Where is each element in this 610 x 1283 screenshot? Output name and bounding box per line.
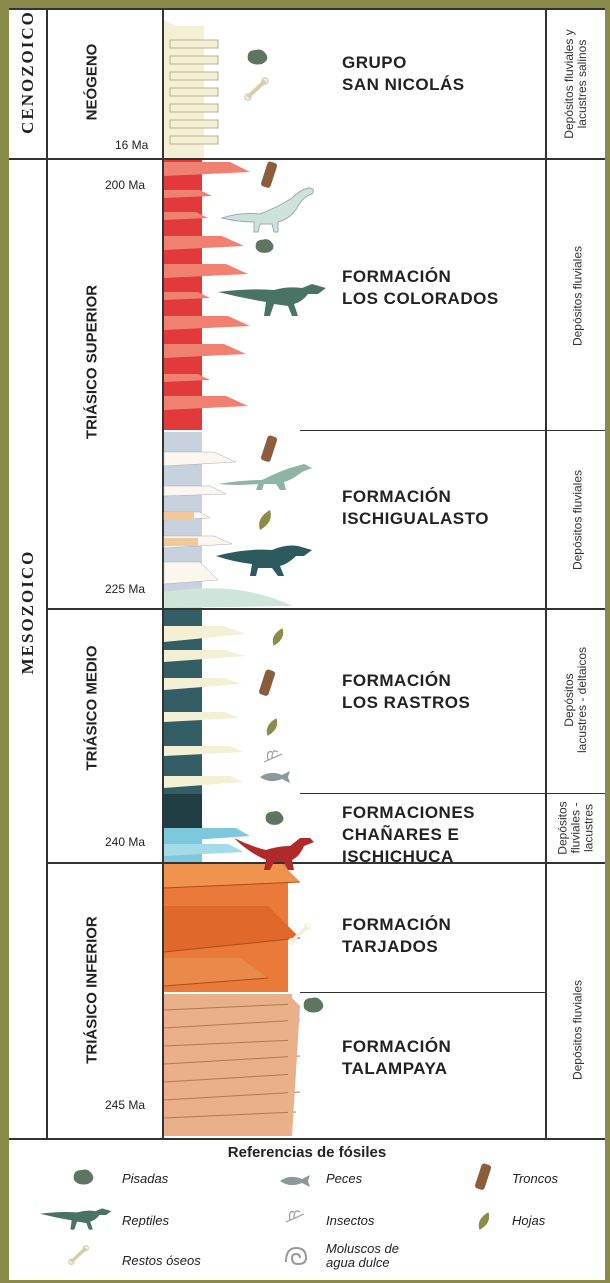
reptile-icon bbox=[234, 838, 314, 870]
formation-line: FORMACIÓN bbox=[342, 267, 452, 286]
footprint-icon bbox=[265, 811, 284, 825]
formation-line: SAN NICOLÁS bbox=[342, 75, 465, 94]
environment-rastros: Depósitos lacustres - deltaicos bbox=[562, 646, 589, 754]
formation-line: LOS COLORADOS bbox=[342, 289, 499, 308]
log-icon bbox=[261, 435, 278, 462]
formation-line: ISCHICHUCA bbox=[342, 847, 454, 866]
legend-troncos: Troncos bbox=[512, 1171, 558, 1186]
grid-line bbox=[300, 992, 545, 993]
grid-line bbox=[9, 158, 605, 160]
leaf-icon bbox=[272, 628, 284, 646]
footprint-icon bbox=[303, 997, 324, 1013]
environment-neogene: Depósitos fluviales y lacustres salinos bbox=[562, 29, 589, 138]
formation-los-rastros: FORMACIÓN LOS RASTROS bbox=[342, 670, 470, 714]
formation-san-nicolas: GRUPO SAN NICOLÁS bbox=[342, 52, 465, 96]
reptile-icon bbox=[220, 187, 314, 233]
reptile-icon bbox=[218, 464, 312, 490]
fish-icon bbox=[260, 771, 290, 783]
mollusc-icon bbox=[285, 1246, 308, 1266]
environment-line: lacustres bbox=[581, 803, 596, 853]
bone-icon bbox=[244, 77, 269, 101]
age-label: 225 Ma bbox=[105, 582, 146, 596]
environment-colorados: Depósitos fluviales bbox=[570, 245, 585, 347]
log-icon bbox=[475, 1163, 492, 1190]
formation-los-colorados: FORMACIÓN LOS COLORADOS bbox=[342, 266, 499, 310]
grid-line bbox=[48, 862, 605, 864]
formation-talampaya: FORMACIÓN TALAMPAYA bbox=[342, 1036, 451, 1080]
fish-icon bbox=[280, 1175, 310, 1187]
neogene-strata bbox=[164, 12, 219, 158]
legend-reptiles: Reptiles bbox=[122, 1213, 169, 1228]
reptile-icon bbox=[40, 1208, 112, 1230]
legend-insectos: Insectos bbox=[326, 1213, 375, 1228]
formation-tarjados: FORMACIÓN TARJADOS bbox=[342, 914, 451, 958]
age-label: 240 Ma bbox=[105, 835, 146, 849]
environment-line: lacustres - deltaicos bbox=[575, 646, 589, 754]
age-label: 16 Ma bbox=[115, 138, 149, 152]
grid-line bbox=[9, 1138, 605, 1140]
footprint-icon bbox=[73, 1169, 94, 1185]
chanares-strata bbox=[164, 794, 250, 862]
grid-line bbox=[300, 793, 605, 794]
environment-line: lacustres salinos bbox=[575, 39, 589, 129]
legend-peces: Peces bbox=[326, 1171, 363, 1186]
age-label: 200 Ma bbox=[105, 178, 146, 192]
formation-line: FORMACIÓN bbox=[342, 671, 452, 690]
footprint-icon bbox=[255, 239, 274, 253]
fossil-legend: Referencias de fósiles bbox=[9, 1140, 605, 1280]
reptile-icon bbox=[216, 545, 312, 576]
formation-line: ISCHIGUALASTO bbox=[342, 509, 489, 528]
grid-line bbox=[545, 8, 547, 1139]
bone-icon bbox=[288, 923, 311, 945]
legend-line: Moluscos de bbox=[326, 1241, 399, 1256]
environment-ischigualasto: Depósitos fluviales bbox=[570, 469, 585, 571]
formation-line: LOS RASTROS bbox=[342, 693, 471, 712]
talampaya-strata bbox=[163, 994, 301, 1136]
formation-line: GRUPO bbox=[342, 53, 407, 72]
log-icon bbox=[259, 669, 276, 696]
legend-restos: Restos óseos bbox=[122, 1253, 201, 1268]
formation-line: FORMACIONES bbox=[342, 803, 475, 822]
leaf-icon bbox=[478, 1212, 490, 1230]
legend-pisadas: Pisadas bbox=[122, 1171, 169, 1186]
formation-line: TARJADOS bbox=[342, 937, 439, 956]
environment-lower: Depósitos fluviales bbox=[570, 979, 585, 1081]
legend-title: Referencias de fósiles bbox=[227, 1144, 387, 1161]
log-icon bbox=[261, 161, 278, 188]
grid-line bbox=[9, 8, 605, 10]
age-label: 245 Ma bbox=[105, 1098, 146, 1112]
footprint-icon bbox=[247, 49, 268, 65]
stratigraphic-chart bbox=[9, 8, 605, 1280]
reptile-icon bbox=[218, 284, 326, 316]
bone-icon bbox=[68, 1245, 89, 1265]
colorados-strata bbox=[164, 160, 250, 430]
grid-line bbox=[162, 8, 164, 1139]
legend-moluscos: Moluscos de agua dulce bbox=[326, 1242, 399, 1270]
formation-line: FORMACIÓN bbox=[342, 915, 452, 934]
environment-chanares: Depósitos fluviales - lacustres bbox=[556, 801, 596, 854]
formation-chanares: FORMACIONES CHAÑARES E ISCHICHUCA bbox=[342, 802, 475, 868]
insect-icon bbox=[285, 1210, 305, 1223]
ischigualasto-strata bbox=[163, 432, 292, 608]
tarjados-strata bbox=[163, 864, 301, 992]
grid-line bbox=[48, 608, 605, 610]
legend-line: agua dulce bbox=[326, 1255, 390, 1270]
legend-hojas: Hojas bbox=[512, 1213, 546, 1228]
formation-ischigualasto: FORMACIÓN ISCHIGUALASTO bbox=[342, 486, 489, 530]
insect-icon bbox=[263, 750, 283, 763]
formation-line: FORMACIÓN bbox=[342, 487, 452, 506]
leaf-icon bbox=[259, 510, 271, 530]
formation-line: FORMACIÓN bbox=[342, 1037, 452, 1056]
rastros-strata bbox=[164, 610, 246, 794]
formation-line: TALAMPAYA bbox=[342, 1059, 448, 1078]
grid-line bbox=[46, 8, 48, 1139]
formation-line: CHAÑARES E bbox=[342, 825, 460, 844]
grid-line bbox=[300, 430, 605, 431]
leaf-icon bbox=[266, 718, 278, 736]
